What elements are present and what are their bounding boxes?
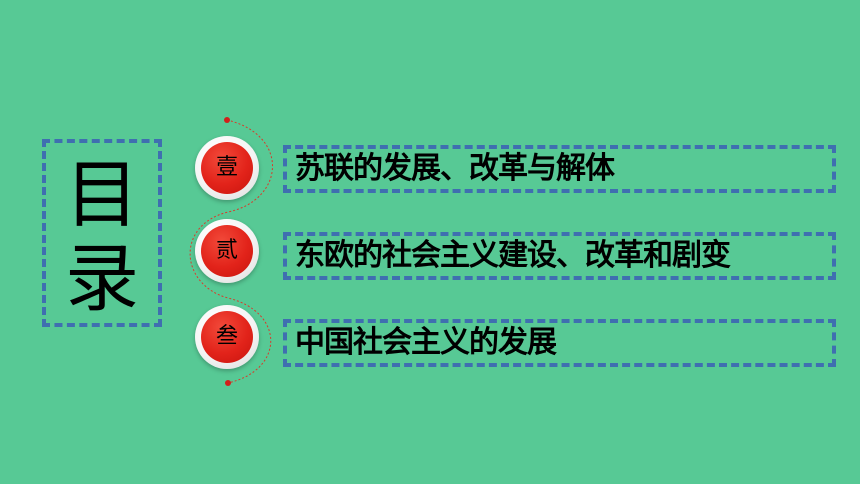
toc-item-3[interactable]: 中国社会主义的发展 bbox=[283, 319, 836, 367]
toc-item-1-label: 苏联的发展、改革与解体 bbox=[295, 151, 615, 186]
toc-item-2[interactable]: 东欧的社会主义建设、改革和剧变 bbox=[283, 232, 836, 280]
toc-item-3-label: 中国社会主义的发展 bbox=[295, 325, 557, 360]
badge-1-label: 壹 bbox=[201, 142, 253, 194]
badge-1: 壹 bbox=[195, 136, 259, 200]
badge-3: 叁 bbox=[195, 305, 259, 369]
toc-item-1[interactable]: 苏联的发展、改革与解体 bbox=[283, 145, 836, 193]
toc-title-char-2: 录 bbox=[65, 236, 139, 322]
connector-dot-bottom bbox=[225, 380, 231, 386]
toc-title-box: 目 录 bbox=[42, 139, 162, 327]
toc-item-2-label: 东欧的社会主义建设、改革和剧变 bbox=[295, 238, 731, 273]
badge-2: 贰 bbox=[195, 219, 259, 283]
badge-3-label: 叁 bbox=[201, 311, 253, 363]
connector-dot-top bbox=[224, 117, 230, 123]
toc-title-char-1: 目 bbox=[65, 152, 139, 238]
badge-2-label: 贰 bbox=[201, 225, 253, 277]
